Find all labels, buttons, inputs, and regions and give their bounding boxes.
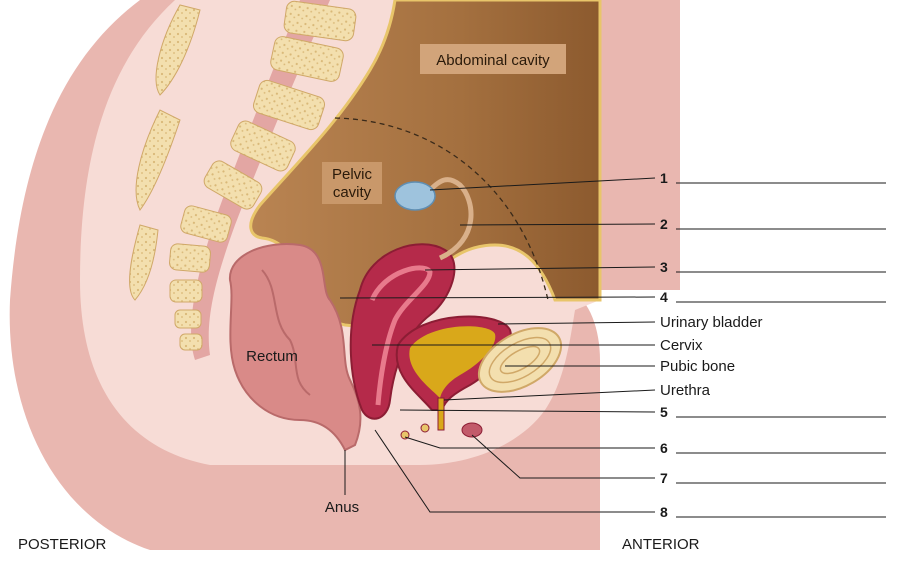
callout-3: 3 [660, 259, 668, 275]
uterine-tube [428, 177, 474, 261]
clitoris [461, 422, 483, 438]
pelvic-cavity-label-line2: cavity [333, 184, 372, 201]
callout-6: 6 [660, 440, 668, 456]
callout-urethra: Urethra [660, 382, 711, 399]
abdominal-cavity-label-box [420, 44, 566, 74]
gland-left [400, 430, 410, 440]
callout-1: 1 [660, 170, 668, 186]
ovary [394, 181, 436, 211]
pelvic-cavity-label-box [322, 162, 382, 204]
callout-urinary-bladder: Urinary bladder [660, 314, 763, 331]
spine [129, 0, 357, 360]
uterine-cavity [369, 265, 433, 406]
posterior-label: POSTERIOR [18, 536, 107, 553]
pelvic-boundary-dashed [334, 117, 549, 301]
rectum-label: Rectum [246, 348, 298, 365]
urine [409, 326, 496, 398]
callout-cervix: Cervix [660, 337, 703, 354]
callout-pubic-bone: Pubic bone [660, 358, 735, 375]
callout-2: 2 [660, 216, 668, 232]
urethra [437, 397, 445, 431]
anterior-label: ANTERIOR [622, 536, 700, 553]
callout-4: 4 [660, 289, 668, 305]
abdominal-cavity-label: Abdominal cavity [436, 52, 550, 69]
callout-7: 7 [660, 470, 668, 486]
gland-right [420, 423, 430, 433]
rectum [228, 243, 362, 452]
leader-lines [339, 177, 656, 513]
rectum-fold [261, 269, 311, 396]
callout-5: 5 [660, 404, 668, 420]
anus-label: Anus [325, 499, 359, 516]
pelvic-cavity-label-line1: Pelvic [332, 166, 373, 183]
callout-8: 8 [660, 504, 668, 520]
answer-blanks [676, 182, 886, 518]
